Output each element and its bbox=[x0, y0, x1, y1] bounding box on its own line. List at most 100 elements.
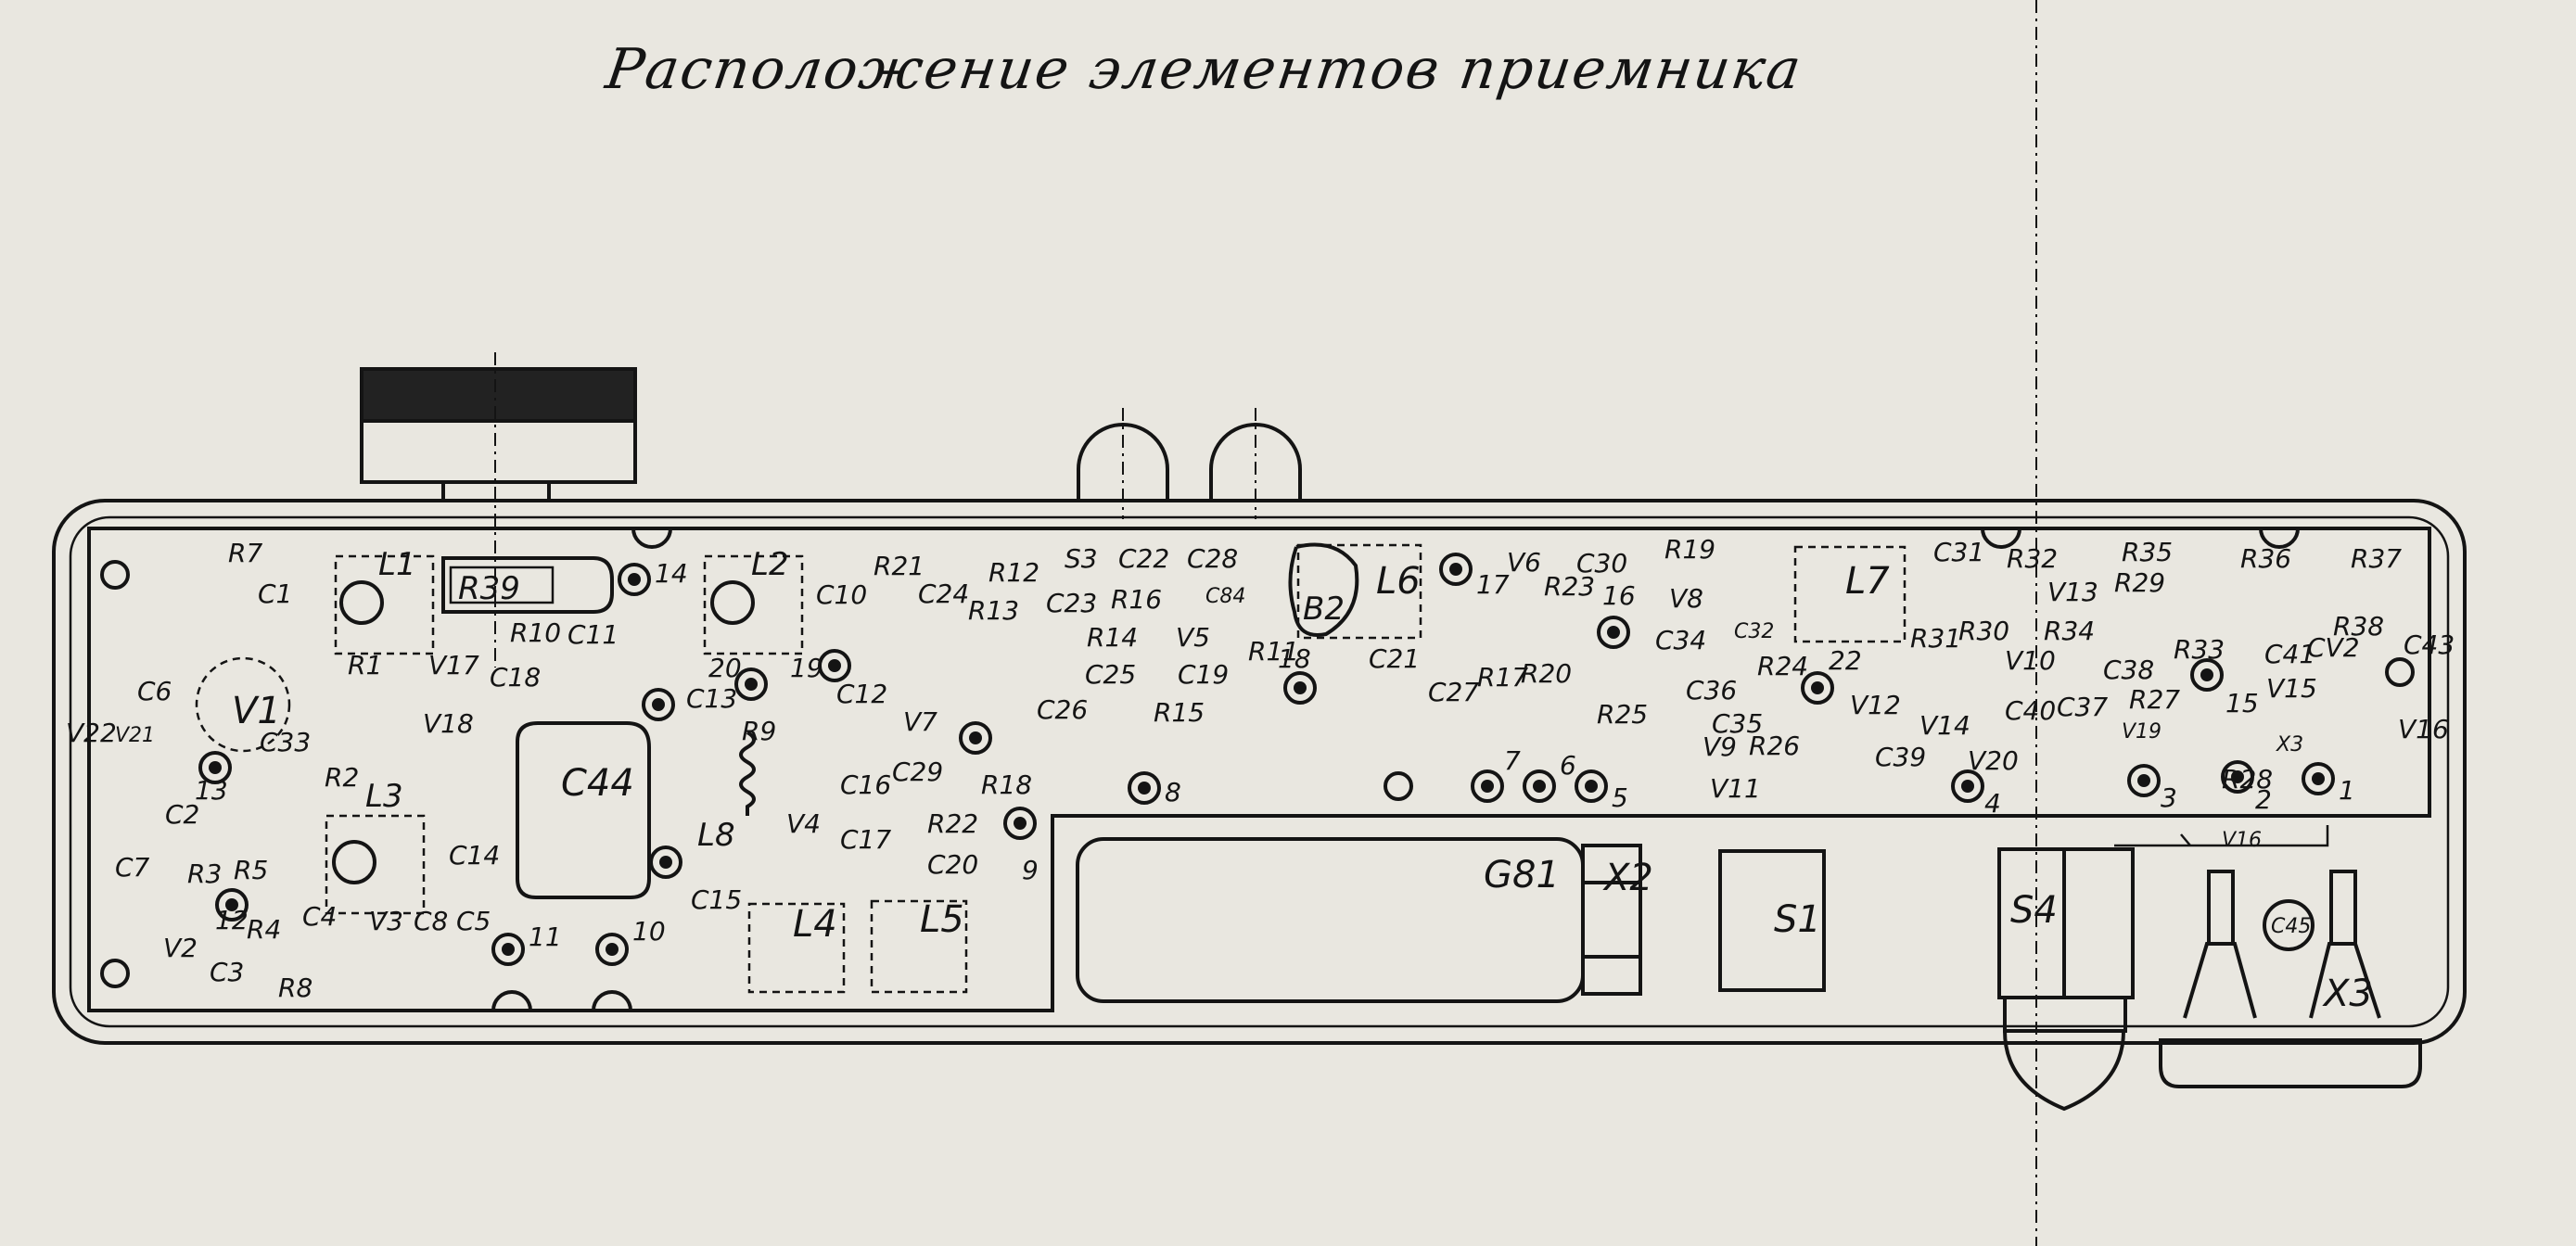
label-c6: C6 bbox=[137, 676, 172, 706]
label-c41: C41 bbox=[2264, 639, 2315, 669]
test-point-ring bbox=[1283, 671, 1317, 705]
test-point-label: 15 bbox=[2225, 688, 2259, 718]
test-point-ring bbox=[2302, 762, 2335, 795]
label-c32: C32 bbox=[1734, 620, 1774, 643]
coil-l8 bbox=[739, 731, 756, 816]
test-point-dot bbox=[828, 659, 841, 672]
label-r32: R32 bbox=[2007, 543, 2058, 574]
label-c84: C84 bbox=[1205, 585, 1245, 608]
label-r8: R8 bbox=[278, 973, 312, 1003]
test-point-dot bbox=[1481, 780, 1494, 793]
label-s3: S3 bbox=[1065, 543, 1098, 574]
label-r1: R1 bbox=[348, 650, 382, 680]
label-v16: V16 bbox=[2398, 714, 2449, 744]
label-r12: R12 bbox=[988, 557, 1039, 588]
label-c36: C36 bbox=[1686, 675, 1737, 706]
label-c26: C26 bbox=[1037, 694, 1088, 725]
label-l5: L5 bbox=[920, 898, 964, 941]
label-v6: V6 bbox=[1507, 547, 1541, 578]
test-point-label: 5 bbox=[1612, 782, 1628, 813]
label-s1: S1 bbox=[1774, 898, 1821, 941]
capacitor-c44: C44 bbox=[516, 721, 651, 899]
label-v18: V18 bbox=[423, 708, 474, 739]
label-v17: V17 bbox=[428, 650, 479, 680]
label-c8: C8 bbox=[414, 906, 448, 936]
label-c39: C39 bbox=[1875, 742, 1926, 772]
test-point-dot bbox=[209, 761, 222, 774]
test-point-ring bbox=[1471, 769, 1504, 803]
test-point-label: 4 bbox=[1984, 788, 2001, 819]
label-l7: L7 bbox=[1845, 560, 1890, 603]
label-r28: R28 bbox=[2222, 764, 2273, 795]
coil-l1 bbox=[334, 554, 435, 655]
label-r7: R7 bbox=[228, 538, 262, 568]
label-c7: C7 bbox=[115, 852, 150, 883]
label-r27: R27 bbox=[2129, 684, 2180, 715]
test-point-dot bbox=[628, 573, 641, 586]
label-r39: R39 bbox=[458, 570, 520, 607]
test-point-label: 11 bbox=[529, 922, 562, 952]
label-x2: X2 bbox=[1602, 857, 1653, 899]
test-point-label: 6 bbox=[1560, 750, 1576, 781]
test-point-label: 17 bbox=[1476, 569, 1510, 600]
label-r30: R30 bbox=[1958, 616, 2009, 646]
label-c24: C24 bbox=[918, 578, 969, 609]
test-point-ring bbox=[2221, 760, 2254, 794]
label-c44: C44 bbox=[561, 762, 634, 805]
label-r26: R26 bbox=[1749, 731, 1800, 761]
label-r38: R38 bbox=[2333, 611, 2384, 642]
label-r22: R22 bbox=[927, 808, 978, 839]
label-c27: C27 bbox=[1428, 677, 1479, 707]
label-c17: C17 bbox=[840, 824, 891, 855]
test-point-dot bbox=[1014, 817, 1027, 830]
label-c37: C37 bbox=[2057, 692, 2108, 722]
test-point-ring bbox=[1951, 769, 1984, 803]
label-cv2: CV2 bbox=[2307, 632, 2360, 663]
label-v2: V2 bbox=[163, 933, 198, 963]
test-point-dot bbox=[2231, 770, 2244, 783]
test-point-ring bbox=[2190, 658, 2224, 692]
label-r11: R11 bbox=[1248, 636, 1299, 667]
test-point-label: 19 bbox=[790, 653, 823, 683]
label-c23: C23 bbox=[1046, 588, 1097, 618]
label-r25: R25 bbox=[1597, 699, 1648, 730]
label-c10: C10 bbox=[816, 579, 867, 610]
test-point-label: 22 bbox=[1829, 645, 1862, 676]
label-c18: C18 bbox=[490, 662, 541, 693]
test-point-label: 1 bbox=[2339, 775, 2355, 806]
label-v3: V3 bbox=[369, 906, 403, 936]
label-c40: C40 bbox=[2005, 695, 2056, 726]
label-c3: C3 bbox=[210, 957, 244, 987]
label-c22: C22 bbox=[1118, 543, 1169, 574]
label-r33: R33 bbox=[2174, 634, 2225, 665]
coil-l6 bbox=[1296, 543, 1422, 640]
test-point-ring bbox=[1597, 616, 1630, 649]
label-r36: R36 bbox=[2240, 543, 2291, 574]
label-c25: C25 bbox=[1085, 659, 1136, 690]
test-point-ring bbox=[491, 933, 525, 966]
label-c16: C16 bbox=[840, 769, 891, 800]
test-point-label: 12 bbox=[215, 905, 249, 935]
label-v15: V15 bbox=[2266, 673, 2317, 704]
label-v11: V11 bbox=[1710, 773, 1761, 804]
test-point-ring bbox=[1439, 553, 1473, 586]
label-gb1: G81 bbox=[1484, 854, 1560, 896]
label-c28: C28 bbox=[1187, 543, 1238, 574]
test-point-label: 7 bbox=[1504, 745, 1521, 776]
test-point-ring bbox=[642, 688, 675, 721]
test-point-ring bbox=[1801, 671, 1834, 705]
test-point-dot bbox=[745, 678, 758, 691]
label-r13: R13 bbox=[968, 595, 1019, 626]
label-c19: C19 bbox=[1178, 659, 1229, 690]
label-r19: R19 bbox=[1664, 534, 1715, 565]
label-l4: L4 bbox=[793, 903, 837, 946]
label-v21: V21 bbox=[115, 724, 155, 747]
transistor-v1 bbox=[195, 656, 291, 753]
label-l6: L6 bbox=[1376, 560, 1421, 603]
label-r16: R16 bbox=[1111, 584, 1162, 615]
label-l2: L2 bbox=[751, 546, 789, 583]
test-point-dot bbox=[1607, 626, 1620, 639]
label-v10: V10 bbox=[2005, 645, 2056, 676]
switch-s4: S4 bbox=[1997, 847, 2135, 1112]
